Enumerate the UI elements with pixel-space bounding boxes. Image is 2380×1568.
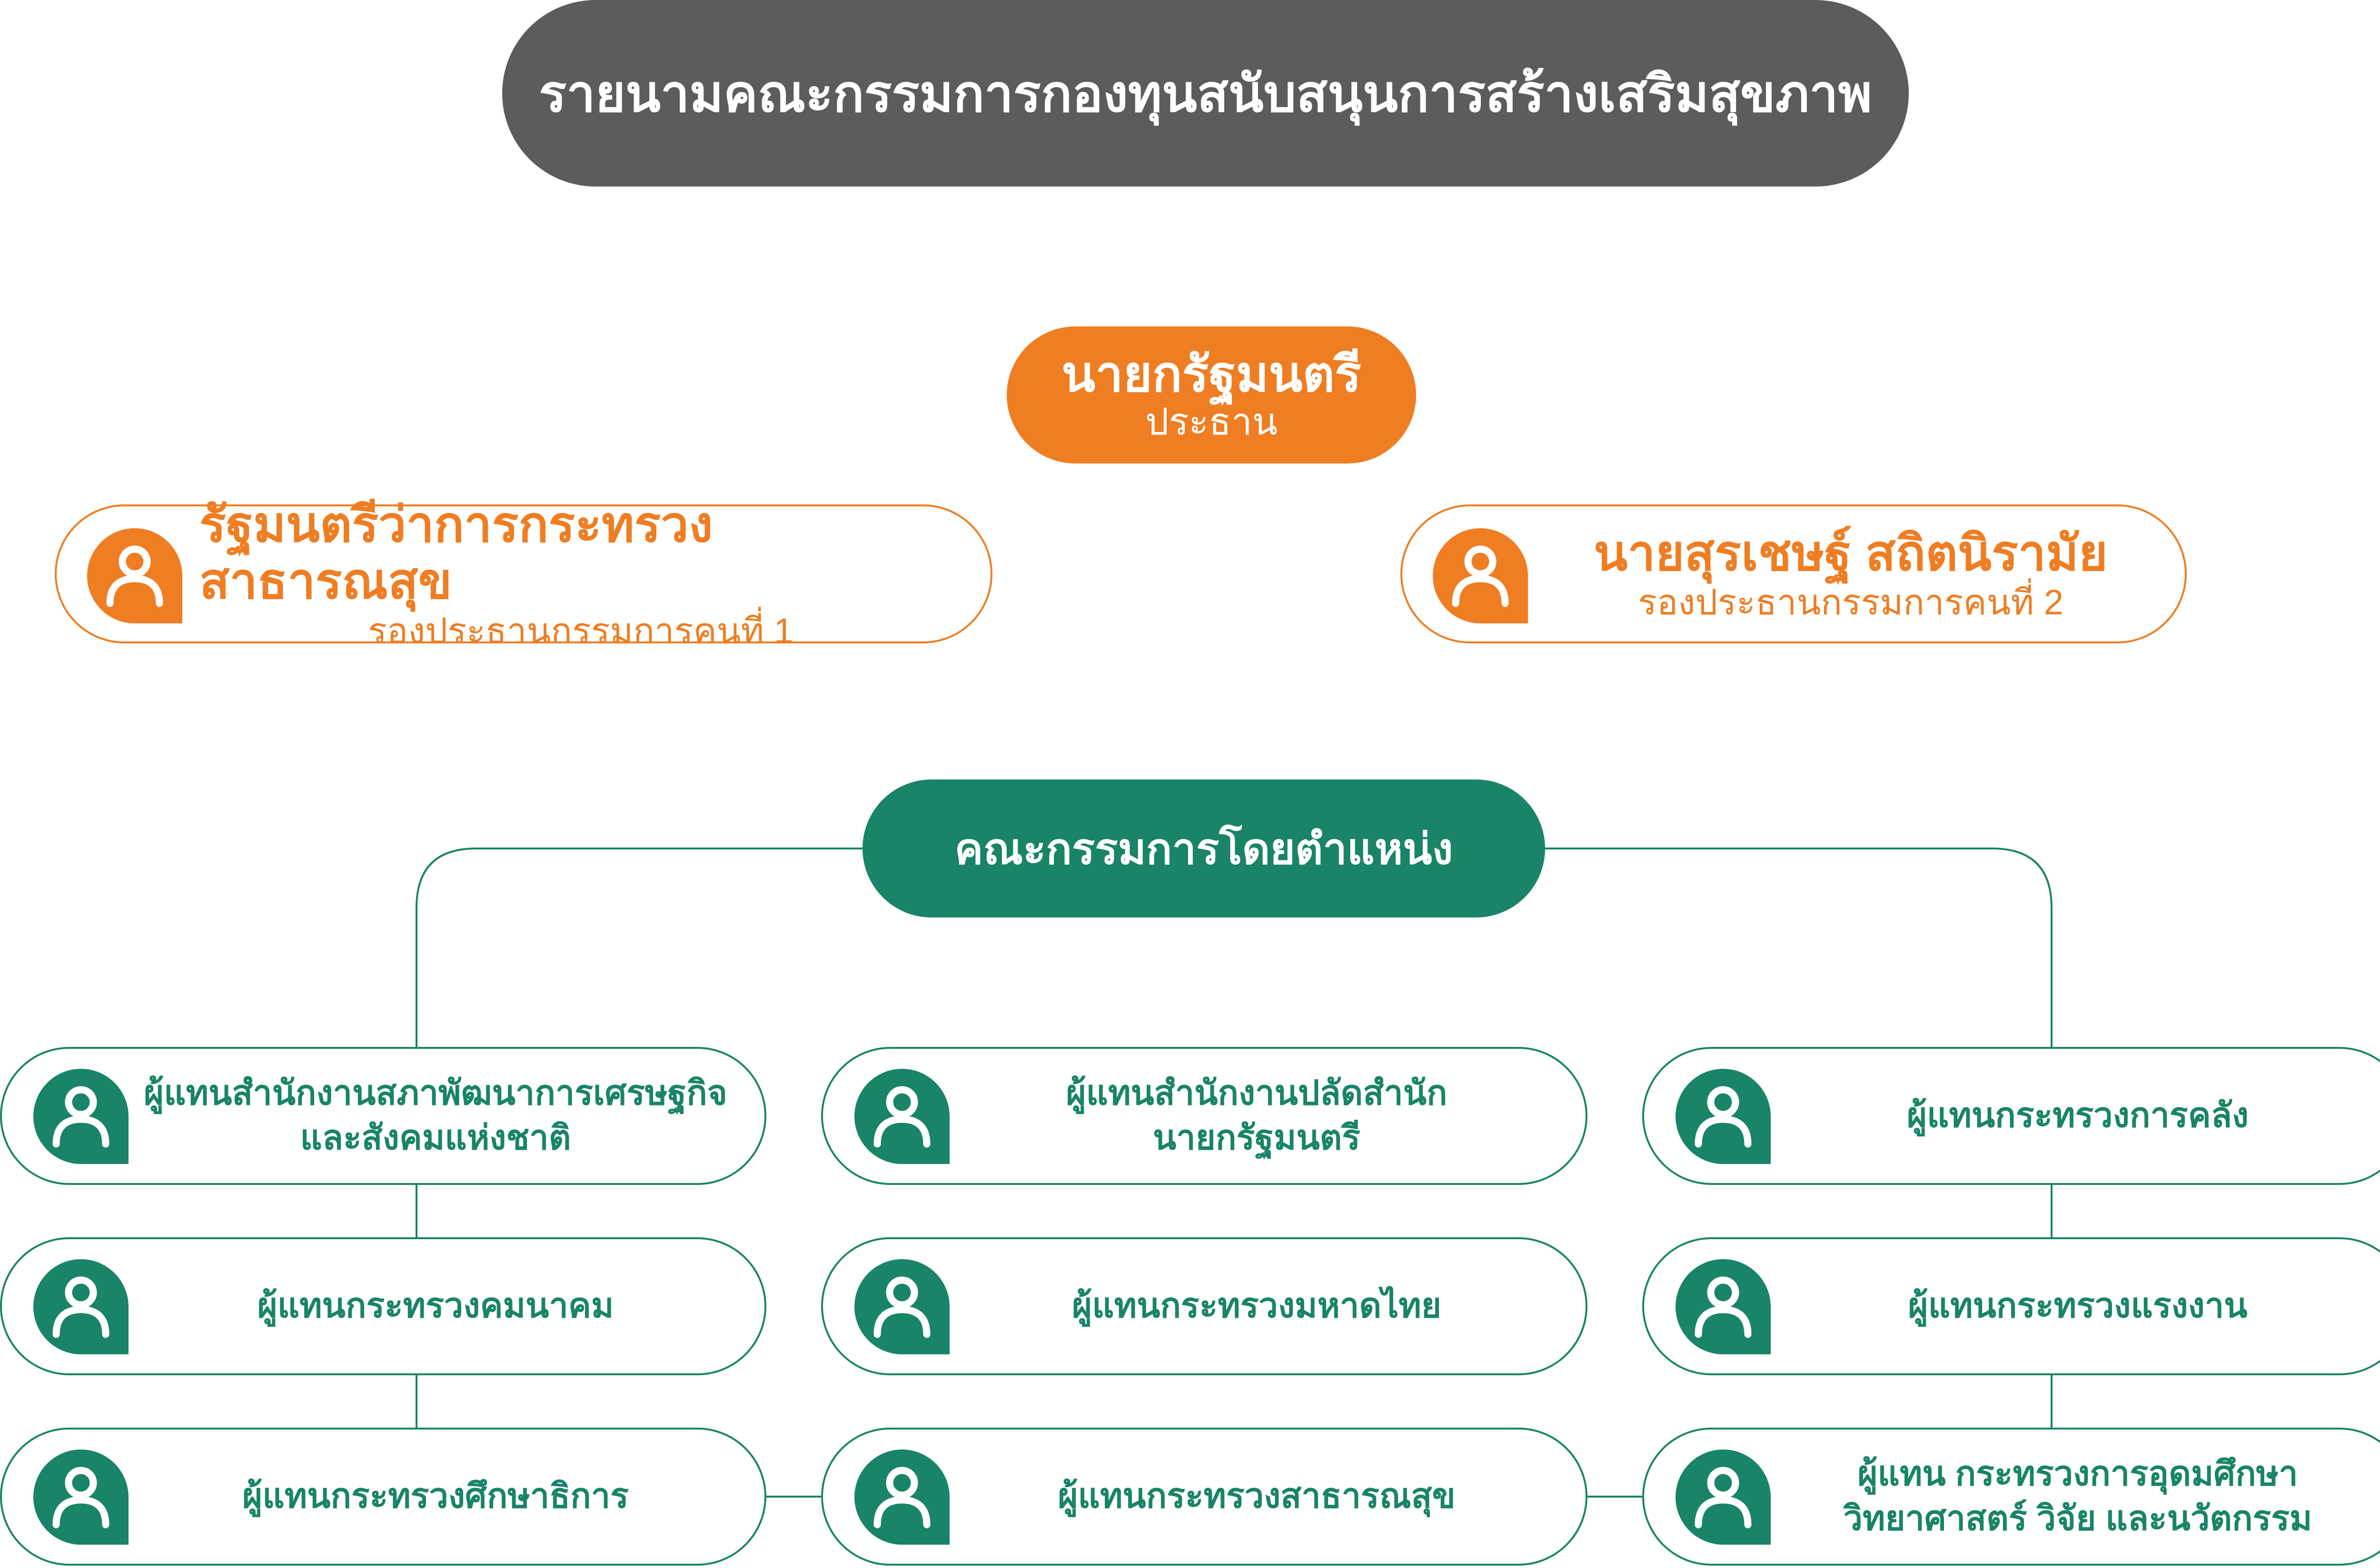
person-icon <box>33 1450 129 1545</box>
member-card: ผู้แทนสำนักงานสภาพัฒนาการเศรษฐกิจ และสัง… <box>0 1047 766 1185</box>
member-card: ผู้แทนกระทรวงสาธารณสุข <box>821 1428 1587 1566</box>
vice-chair-role: รองประธานกรรมการคนที่ 1 <box>368 611 793 651</box>
member-card: ผู้แทนสำนักงานปลัดสำนัก นายกรัฐมนตรี <box>821 1047 1587 1185</box>
person-icon <box>87 528 182 623</box>
member-card: ผู้แทนกระทรวงการคลัง <box>1642 1047 2380 1185</box>
chair-role: ประธาน <box>1145 401 1278 443</box>
member-line: ผู้แทนกระทรวงการคลัง <box>1906 1096 2249 1135</box>
chair-name: นายกรัฐมนตรี <box>1061 346 1361 402</box>
member-line: วิทยาศาสตร์ วิจัย และนวัตกรรม <box>1843 1499 2312 1538</box>
vice-chair-role: รองประธานกรรมการคนที่ 2 <box>1638 582 2063 622</box>
member-card: ผู้แทนกระทรวงคมนาคม <box>0 1237 766 1375</box>
person-icon <box>1676 1450 1771 1545</box>
person-icon <box>1676 1069 1771 1164</box>
page-title: รายนามคณะกรรมการกองทุนสนับสนุนการสร้างเส… <box>539 65 1872 122</box>
vice-chair-name: รัฐมนตรีว่าการกระทรวงสาธารณสุข <box>199 497 713 610</box>
person-icon <box>854 1450 950 1545</box>
member-card: ผู้แทนกระทรวงศึกษาธิการ <box>0 1428 766 1566</box>
member-line: ผู้แทนกระทรวงศึกษาธิการ <box>242 1477 629 1516</box>
member-line: ผู้แทน กระทรวงการอุดมศึกษา <box>1857 1455 2298 1493</box>
member-line: ผู้แทนสำนักงานสภาพัฒนาการเศรษฐกิจ <box>144 1074 727 1113</box>
member-line: ผู้แทนสำนักงานปลัดสำนัก <box>1066 1074 1448 1113</box>
member-line: ผู้แทนกระทรวงสาธารณสุข <box>1058 1477 1456 1516</box>
vice-chair-card-2: นายสุรเชษฐ์ สถิตนิรามัย รองประธานกรรมการ… <box>1400 504 2187 643</box>
member-line: นายกรัฐมนตรี <box>1153 1119 1360 1157</box>
vice-chair-card-1: รัฐมนตรีว่าการกระทรวงสาธารณสุข รองประธาน… <box>55 497 992 651</box>
member-line: ผู้แทนกระทรวงแรงงาน <box>1908 1287 2248 1325</box>
member-line: และสังคมแห่งชาติ <box>300 1119 571 1157</box>
member-line: ผู้แทนกระทรวงมหาดไทย <box>1072 1287 1441 1325</box>
person-icon <box>1676 1259 1771 1354</box>
ex-officio-header: คณะกรรมการโดยตำแหน่ง <box>863 779 1545 917</box>
vice-chair-name: นายสุรเชษฐ์ สถิตนิรามัย <box>1594 525 2108 581</box>
title-bar: รายนามคณะกรรมการกองทุนสนับสนุนการสร้างเส… <box>502 0 1909 187</box>
person-icon <box>33 1259 129 1354</box>
member-card: ผู้แทน กระทรวงการอุดมศึกษา วิทยาศาสตร์ ว… <box>1642 1428 2380 1566</box>
ex-officio-label: คณะกรรมการโดยตำแหน่ง <box>954 825 1453 873</box>
person-icon <box>854 1069 950 1164</box>
member-card: ผู้แทนกระทรวงแรงงาน <box>1642 1237 2380 1375</box>
person-icon <box>1433 528 1528 623</box>
member-line: ผู้แทนกระทรวงคมนาคม <box>257 1287 614 1325</box>
chair-box: นายกรัฐมนตรี ประธาน <box>1007 326 1416 463</box>
person-icon <box>854 1259 950 1354</box>
member-card: ผู้แทนกระทรวงมหาดไทย <box>821 1237 1587 1375</box>
person-icon <box>33 1069 129 1164</box>
